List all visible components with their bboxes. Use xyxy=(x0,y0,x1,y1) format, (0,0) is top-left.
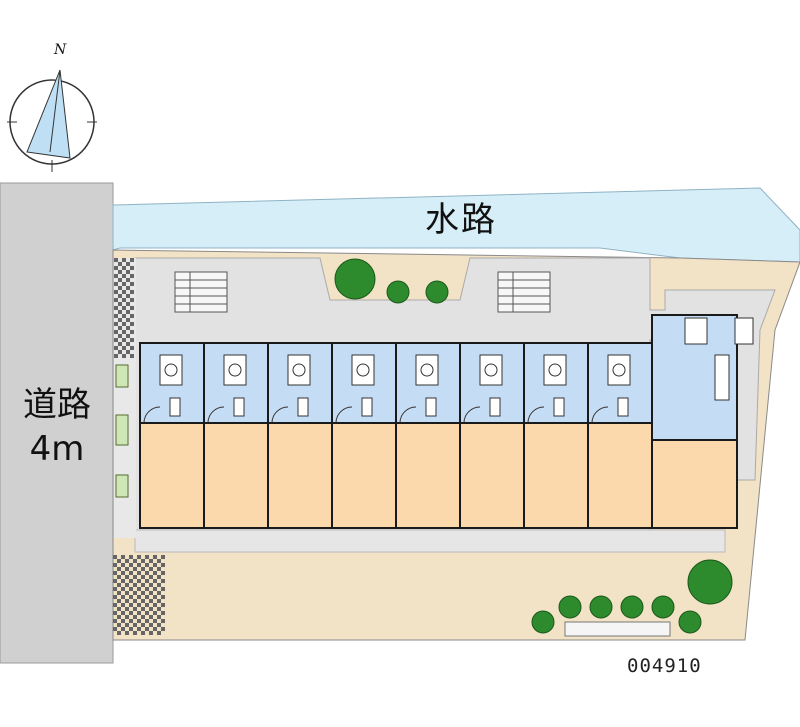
unit xyxy=(331,343,397,529)
toilet-icon xyxy=(351,354,375,417)
corner-unit-room xyxy=(651,439,738,529)
toilet-icon xyxy=(415,354,439,417)
unit xyxy=(587,343,653,529)
road-width-label: 4m xyxy=(29,429,85,469)
waterway-label: 水路 xyxy=(425,200,497,240)
unit xyxy=(395,343,461,529)
hedge-row xyxy=(115,364,129,498)
compass-icon xyxy=(7,69,97,172)
toilet-icon xyxy=(287,354,311,417)
unit xyxy=(523,343,589,529)
road-name-label: 道路 xyxy=(23,385,91,425)
stair-icon xyxy=(174,271,228,313)
property-code: 004910 xyxy=(627,655,702,677)
stair-icon xyxy=(497,271,551,313)
unit xyxy=(139,343,205,529)
bath-icon xyxy=(684,317,754,401)
road-label: 道路 4m xyxy=(12,383,102,471)
road xyxy=(0,182,114,664)
tree-icon xyxy=(334,258,733,634)
paved-strip xyxy=(134,529,726,553)
toilet-icon xyxy=(223,354,247,417)
compass-north-label: N xyxy=(54,42,67,58)
toilet-icon xyxy=(479,354,503,417)
toilet-icon xyxy=(607,354,631,417)
unit xyxy=(459,343,525,529)
toilet-icon xyxy=(159,354,183,417)
unit-row xyxy=(139,343,717,529)
planter xyxy=(564,621,671,637)
unit xyxy=(267,343,333,529)
checker-pattern xyxy=(114,258,134,358)
toilet-icon xyxy=(543,354,567,417)
checker-pattern xyxy=(113,555,165,635)
